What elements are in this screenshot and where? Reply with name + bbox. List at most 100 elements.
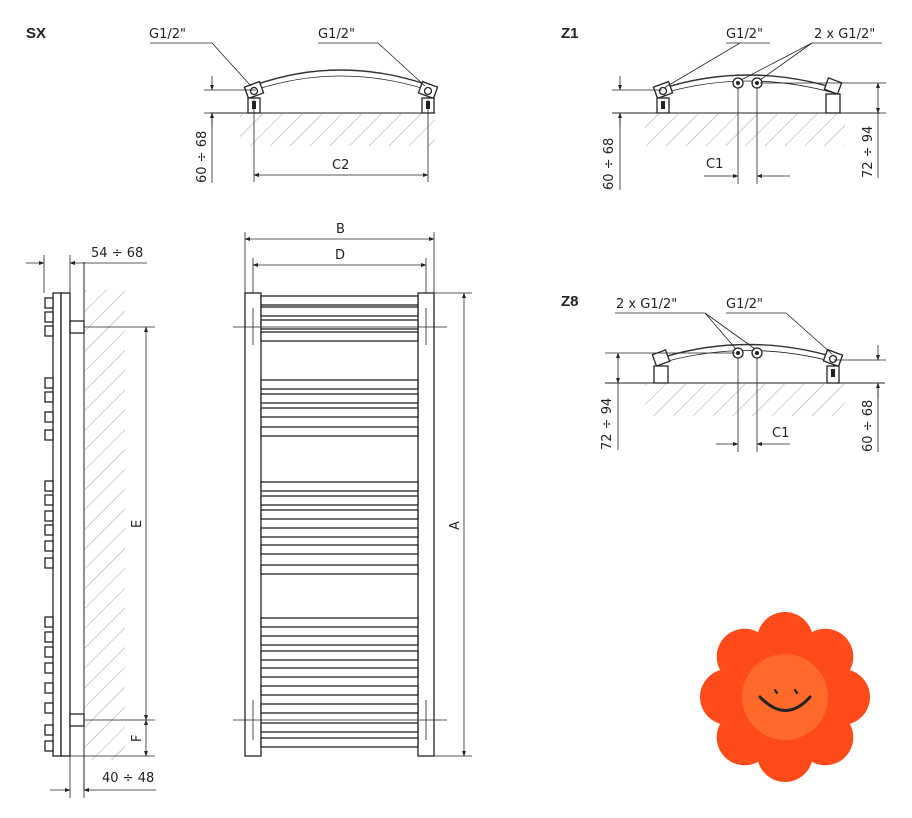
sx-height-label: 60 ÷ 68: [195, 131, 210, 183]
logo-center: [742, 654, 828, 740]
sx-leader-right: [318, 42, 426, 87]
sx-spacing-label: C2: [332, 158, 349, 173]
z1-end-right: [823, 77, 843, 114]
front-bar: [260, 685, 419, 696]
z1-leader-double-b: [759, 42, 813, 81]
logo-eyes: [773, 688, 799, 695]
side-bar-stub: [44, 740, 54, 752]
z1-valve-left: [652, 80, 674, 114]
z1-title: Z1: [561, 25, 579, 42]
front-bar: [260, 295, 419, 306]
z1-radiator-arc: [663, 74, 835, 89]
z8-leader-double-a: [704, 312, 737, 350]
z1-leader-single: [663, 42, 770, 89]
side-bar-stub: [44, 540, 54, 552]
side-bar-stub: [44, 297, 54, 309]
side-bracket-bottom: [69, 713, 85, 727]
z8-height-right-label: 60 ÷ 68: [861, 400, 876, 452]
front-a-label: A: [448, 521, 463, 530]
side-bar-stub: [44, 662, 54, 674]
z1-height-left-label: 60 ÷ 68: [602, 138, 617, 190]
side-bar-stub: [44, 480, 54, 492]
side-bar-stub: [44, 524, 54, 536]
side-frame-back: [60, 292, 71, 757]
front-bar: [260, 544, 419, 555]
z8-wall-hatch: [645, 384, 845, 416]
z1-leader-double-a: [740, 42, 813, 81]
front-view: B D A: [233, 222, 472, 757]
front-bar: [260, 617, 419, 628]
side-view: 54 ÷ 68 40 ÷ 48 E F: [26, 246, 156, 798]
side-bar-stub: [44, 325, 54, 337]
sx-radiator-arc: [254, 69, 429, 86]
side-bar-stub: [44, 311, 54, 323]
sx-title: SX: [26, 25, 46, 42]
sx-connector-left-label: G1/2": [149, 27, 186, 42]
z1-spacing-label: C1: [706, 157, 723, 172]
z8-radiator-arc-inner: [663, 350, 835, 363]
z1-connector-double-label: 2 x G1/2": [814, 27, 875, 42]
side-bar-stub: [44, 391, 54, 403]
z8-leader-single: [726, 312, 833, 355]
z8-end-left: [651, 349, 671, 384]
front-bar: [260, 407, 419, 418]
sx-wall-hatch: [240, 114, 435, 146]
front-bar: [260, 737, 419, 748]
z8-connector-single-label: G1/2": [726, 297, 763, 312]
side-bar-stub: [44, 494, 54, 506]
front-bar: [260, 703, 419, 714]
side-bar-group: [44, 297, 54, 752]
flower-logo: [700, 612, 870, 782]
front-bar: [260, 722, 419, 733]
side-bar-stub: [44, 429, 54, 441]
z8-spacing-label: C1: [772, 426, 789, 441]
side-bar-stub: [44, 411, 54, 423]
front-rail-left: [244, 292, 262, 757]
side-f-label: F: [130, 735, 145, 742]
z1-view: Z1 G1/2" 2 x G1/2" 60 ÷: [561, 25, 886, 190]
sx-view: SX G1/2" G1/2" 60 ÷ 68: [26, 25, 439, 183]
side-bar-stub: [44, 377, 54, 389]
z8-valve-right: [822, 348, 844, 384]
side-bar-stub: [44, 510, 54, 522]
z1-connector-single-label: G1/2": [726, 27, 763, 42]
side-bar-stub: [44, 646, 54, 658]
logo-smile: [758, 695, 812, 712]
front-rail-right: [417, 292, 435, 757]
side-e-label: E: [130, 520, 145, 528]
front-bar: [260, 667, 419, 678]
front-bar: [260, 306, 419, 317]
side-bar-stub: [44, 702, 54, 714]
side-bar-stub: [44, 724, 54, 736]
front-bar: [260, 495, 419, 506]
front-bar: [260, 509, 419, 520]
side-wall-hatch: [85, 290, 125, 760]
front-bar-group: [260, 295, 419, 748]
side-depth-bottom-label: 40 ÷ 48: [102, 771, 154, 786]
z1-height-right-label: 72 ÷ 94: [861, 126, 876, 178]
z8-leader-double-b: [704, 312, 756, 350]
front-bar: [260, 379, 419, 390]
front-d-label: D: [335, 248, 345, 263]
sx-radiator-arc-inner: [254, 75, 429, 91]
front-bar: [260, 393, 419, 404]
sx-connector-right-label: G1/2": [318, 27, 355, 42]
z1-radiator-arc-inner: [663, 80, 835, 94]
z8-height-left-label: 72 ÷ 94: [600, 398, 615, 450]
side-bar-stub: [44, 631, 54, 643]
front-bar: [260, 527, 419, 538]
side-depth-top-label: 54 ÷ 68: [91, 246, 143, 261]
sx-leader-left: [150, 42, 252, 87]
side-bar-stub: [44, 616, 54, 628]
side-frame-front: [52, 292, 62, 757]
front-bar: [260, 650, 419, 661]
z1-wall-hatch: [645, 114, 845, 146]
z8-view: Z8 2 x G1/2" G1/2" 72 ÷: [561, 293, 886, 452]
front-bar: [260, 635, 419, 646]
z8-connector-double-label: 2 x G1/2": [616, 297, 677, 312]
side-bracket-top: [69, 320, 85, 334]
side-bar-stub: [44, 682, 54, 694]
side-bar-stub: [44, 557, 54, 569]
front-bar: [260, 319, 419, 330]
front-bar: [260, 331, 419, 342]
